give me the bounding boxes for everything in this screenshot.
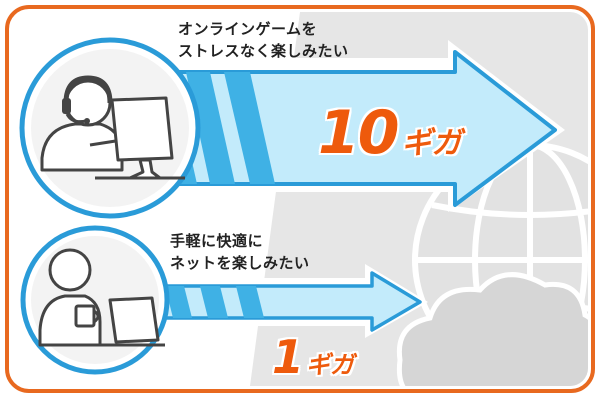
headset-gamer-at-computer-icon [19, 37, 201, 219]
person-with-mug-at-laptop-icon [20, 225, 170, 375]
plan-1g-description-line1: 手軽に快適に [170, 232, 264, 250]
plan-1g-description-line2: ネットを楽しみたい [170, 254, 310, 272]
speed-arrow-10g [145, 40, 565, 212]
plan-10g-description: オンラインゲームを ストレスなく楽しみたい [178, 18, 349, 62]
plan-1g-speed-unit: ギガ [306, 351, 355, 379]
plan-10g-speed-value: 10 [318, 98, 399, 168]
speed-arrow-1g [160, 264, 428, 338]
cloud-icon [396, 272, 588, 386]
plan-1g-speed-value: 1 [272, 330, 304, 384]
plan-10g-description-line2: ストレスなく楽しみたい [178, 42, 349, 60]
plan-1g-description: 手軽に快適に ネットを楽しみたい [170, 230, 310, 274]
plan-10g-description-line1: オンラインゲームを [178, 20, 318, 38]
plan-10g-speed-unit: ギガ [401, 126, 462, 161]
